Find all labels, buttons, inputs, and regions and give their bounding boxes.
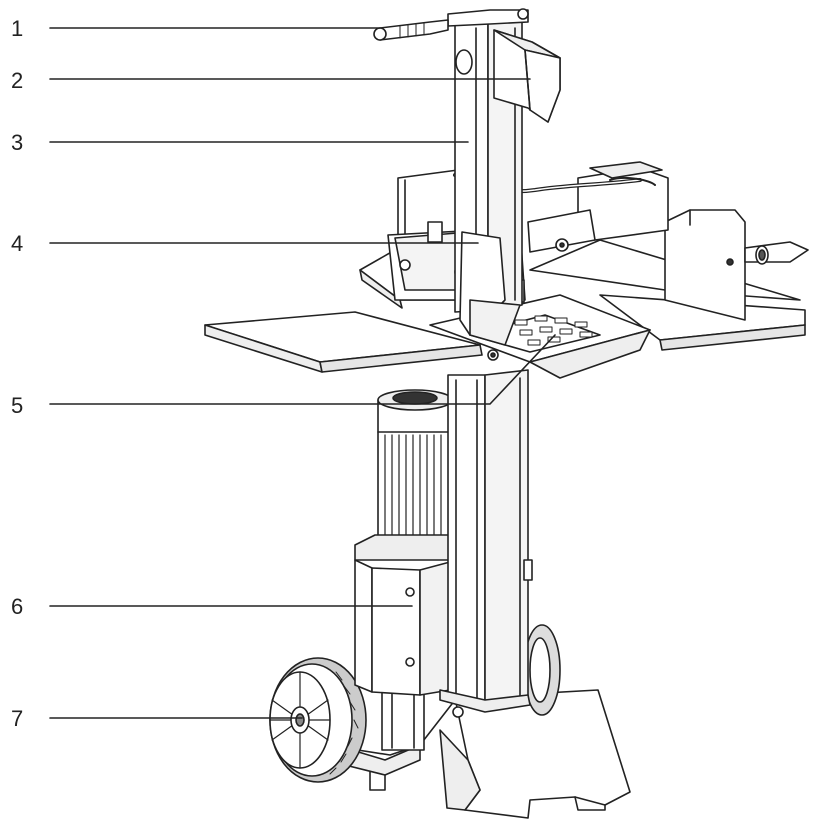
splitting-wedge <box>493 29 561 123</box>
callout-4: 4 <box>11 231 23 256</box>
base-foot <box>439 689 631 819</box>
callout-5: 5 <box>11 393 23 418</box>
oil-tank <box>354 534 451 696</box>
right-handle <box>744 241 809 265</box>
callout-numbers: 1 2 3 4 5 6 7 <box>11 16 23 731</box>
right-lever-housing <box>527 161 669 253</box>
front-wheel <box>269 657 367 783</box>
blade-arm <box>459 231 521 346</box>
callout-1: 1 <box>11 16 23 41</box>
right-guard <box>664 209 746 321</box>
rear-wheel <box>523 624 561 716</box>
main-column <box>439 369 533 718</box>
callout-leaders <box>49 27 556 719</box>
callout-6: 6 <box>11 594 23 619</box>
top-handle <box>373 19 449 41</box>
leader-line-5 <box>49 334 556 405</box>
callout-7: 7 <box>11 706 23 731</box>
motor <box>377 389 453 541</box>
callout-2: 2 <box>11 68 23 93</box>
callout-3: 3 <box>11 130 23 155</box>
work-table <box>204 294 806 379</box>
